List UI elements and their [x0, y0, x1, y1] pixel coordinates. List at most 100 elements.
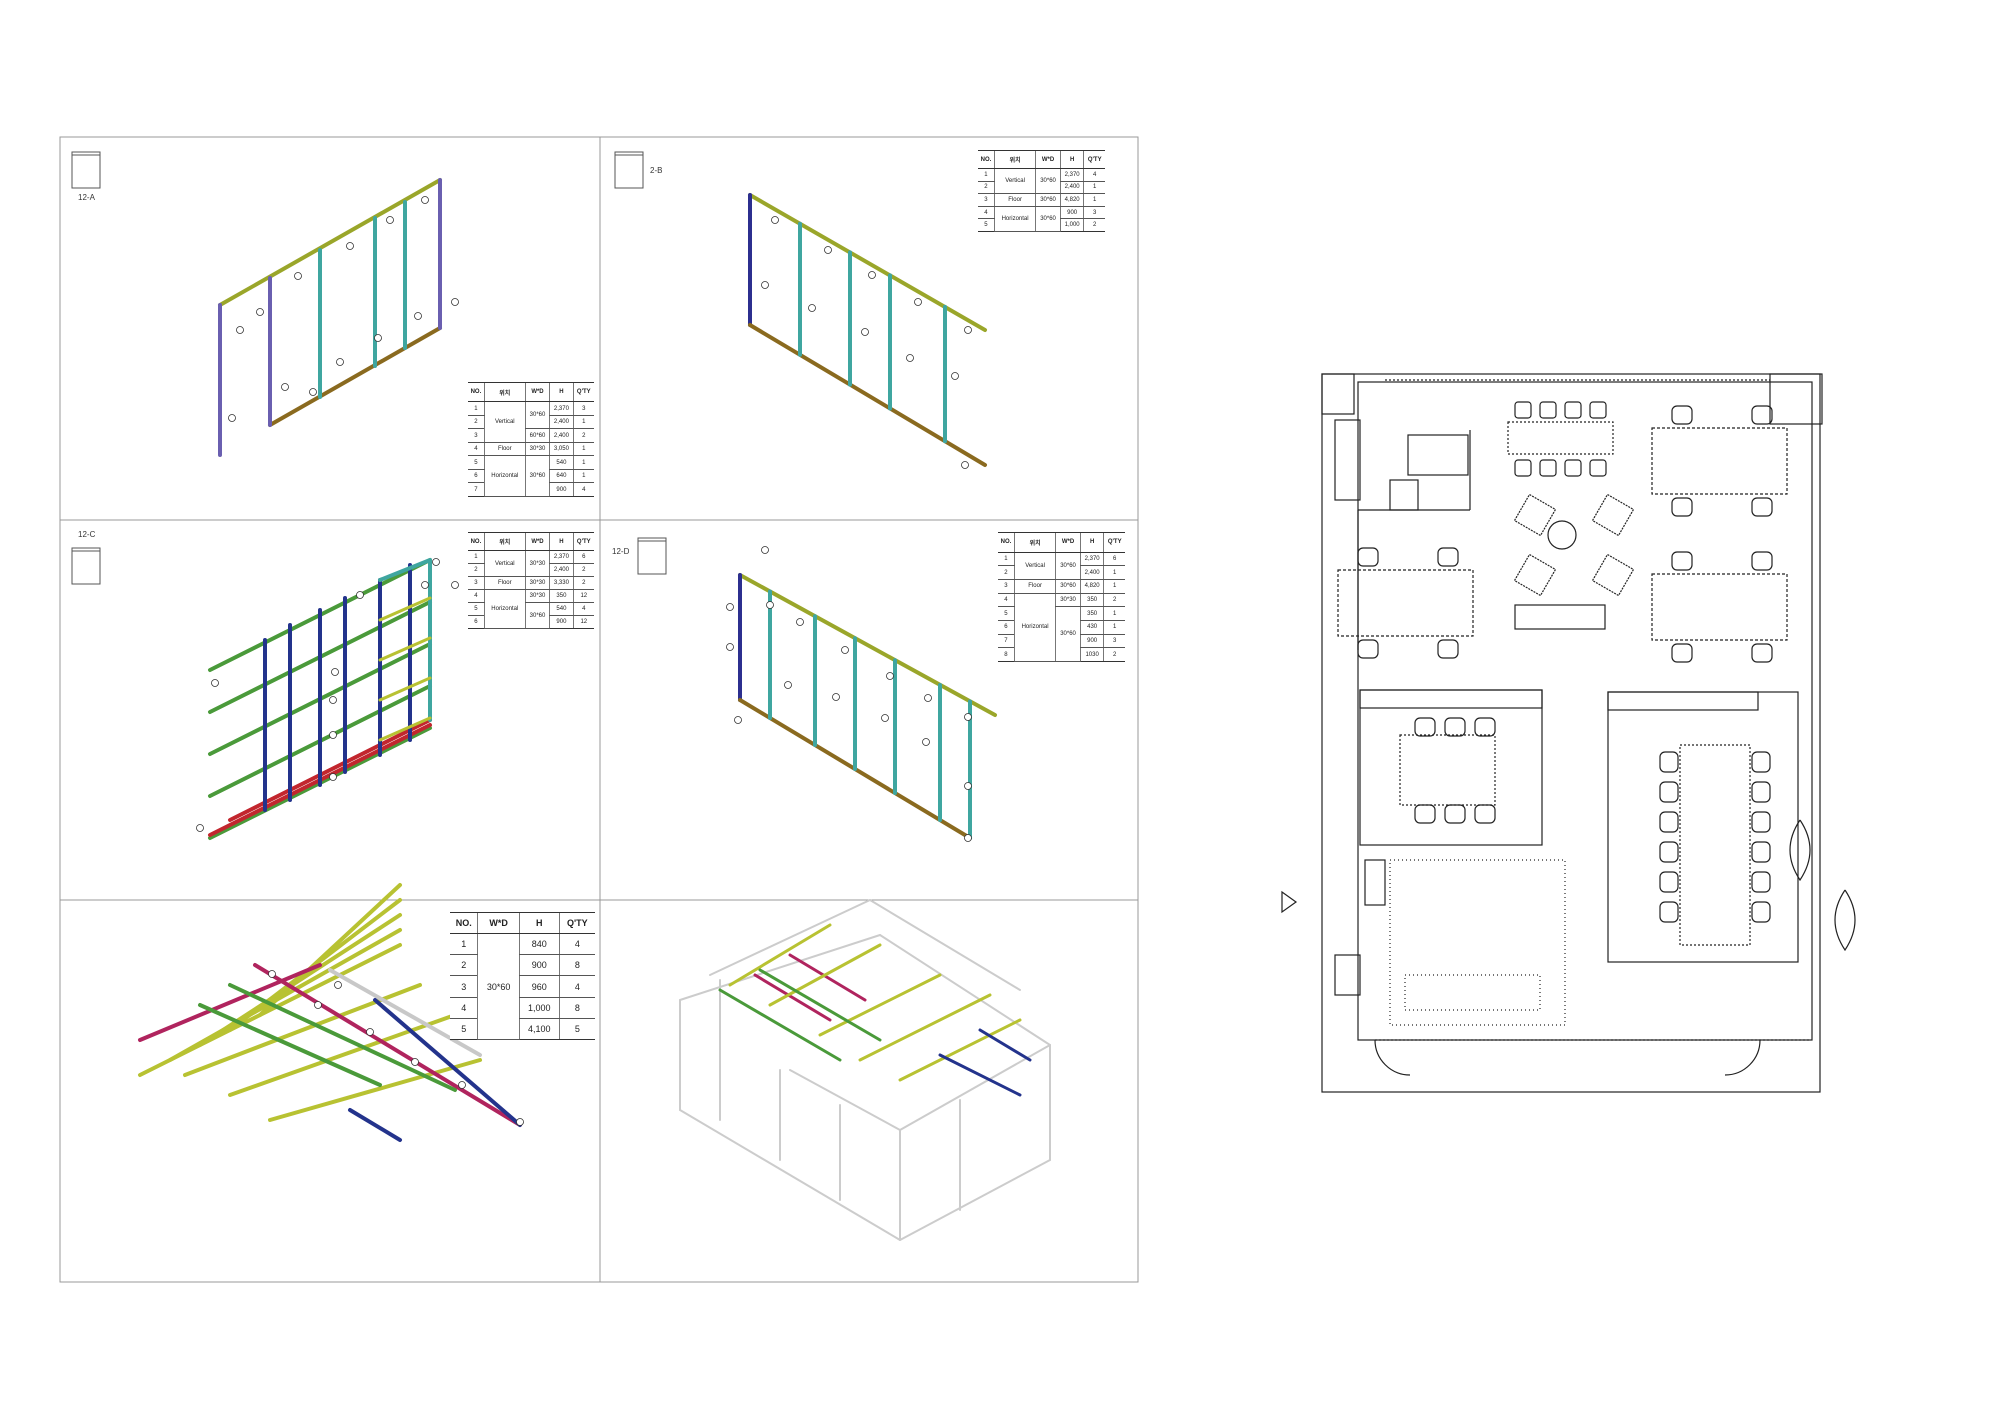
part-number-callout: [766, 601, 774, 609]
part-number-callout: [961, 461, 969, 469]
table-cell: 900: [1059, 206, 1084, 220]
lounge-chair: [1513, 553, 1557, 597]
table-header: W*D: [477, 911, 520, 935]
table-cell: 1: [998, 552, 1015, 567]
lounge-chair: [1591, 553, 1635, 597]
table-cell: 900: [549, 482, 574, 497]
frame-member: [258, 883, 402, 1017]
storage-cabinet: [1607, 691, 1759, 711]
part-number-callout: [771, 216, 779, 224]
frame-member: [728, 923, 832, 987]
table-cell: 1: [572, 415, 594, 430]
table-cell: 1: [572, 442, 594, 457]
table-header: Q'TY: [572, 531, 594, 552]
table-cell: 30*60: [1055, 606, 1081, 662]
table-cell: 2,400: [1079, 565, 1104, 580]
table-header: Q'TY: [558, 911, 595, 935]
section-marker-12-d: 12-D: [612, 547, 630, 556]
table-cell: 3: [572, 401, 594, 416]
table-cell: 4: [450, 997, 478, 1019]
table-cell: 7: [998, 634, 1015, 649]
part-number-callout: [281, 383, 289, 391]
round-table: [1547, 520, 1577, 550]
chair: [1589, 459, 1607, 477]
frame-member: [938, 1053, 1022, 1097]
part-number-callout: [432, 558, 440, 566]
chair: [1659, 841, 1679, 863]
table-cell: 1,000: [518, 997, 560, 1019]
table-header: H: [1059, 150, 1084, 169]
table-cell: Vertical: [993, 168, 1036, 195]
table-cell: 2,370: [549, 401, 574, 416]
table-cell: 1: [978, 168, 995, 182]
section-marker-icon: [71, 547, 101, 585]
table-cell: 5: [450, 1018, 478, 1041]
part-number-callout: [374, 334, 382, 342]
table-cell: 900: [518, 954, 560, 977]
frame-member: [718, 988, 842, 1062]
table-header: Q'TY: [572, 381, 594, 403]
table-cell: 350: [1079, 593, 1104, 608]
table-cell: 4: [558, 975, 595, 998]
part-number-callout: [964, 713, 972, 721]
table-cell: 2: [1083, 218, 1105, 232]
part-number-callout: [841, 646, 849, 654]
frame-member: [378, 636, 432, 662]
sofa: [1514, 604, 1606, 630]
table-header: W*D: [1035, 150, 1061, 169]
frame-member: [138, 963, 322, 1042]
table-cell: 4: [558, 933, 595, 956]
wireframe-member: [679, 934, 881, 1001]
part-number-callout: [808, 304, 816, 312]
table-cell: 30*60: [1055, 579, 1081, 594]
part-number-callout: [196, 824, 204, 832]
table: [1507, 421, 1614, 455]
column-box: [1334, 954, 1361, 996]
table-cell: 30*60: [524, 455, 550, 497]
panel-frame: [59, 136, 1139, 1283]
table-cell: 3: [998, 579, 1015, 594]
part-number-callout: [886, 672, 894, 680]
chair: [1564, 401, 1582, 419]
chair: [1444, 804, 1466, 824]
desk-cluster: [1337, 569, 1474, 637]
part-number-callout: [336, 358, 344, 366]
part-number-callout: [881, 714, 889, 722]
chair: [1414, 717, 1436, 737]
table-cell: 4,820: [1079, 579, 1104, 594]
part-number-callout: [784, 681, 792, 689]
table-cell: 3: [450, 975, 478, 998]
table-cell: 840: [518, 933, 560, 956]
part-number-callout: [726, 643, 734, 651]
table-header: 위치: [483, 381, 526, 403]
table-cell: 8: [998, 647, 1015, 662]
table-cell: 2: [1103, 647, 1125, 662]
section-markers: [71, 151, 667, 585]
table-cell: 2,370: [549, 550, 574, 565]
table-cell: 430: [1079, 620, 1104, 635]
meeting-room: [1359, 689, 1543, 846]
frame-member: [978, 1028, 1032, 1062]
isometric-frames: [138, 178, 1051, 1241]
table-cell: 1030: [1079, 647, 1104, 662]
lounge-area: [1389, 859, 1566, 1026]
chair: [1751, 811, 1771, 833]
part-number-callout: [868, 271, 876, 279]
frame-member: [198, 1003, 382, 1087]
part-number-callout: [964, 326, 972, 334]
table-cell: 6: [572, 550, 594, 565]
frame-member: [268, 326, 442, 427]
frame-member: [898, 1018, 1022, 1082]
table-cell: 1: [450, 933, 478, 956]
interior-wall: [1357, 381, 1813, 1041]
table-cell: Horizontal: [993, 206, 1036, 233]
